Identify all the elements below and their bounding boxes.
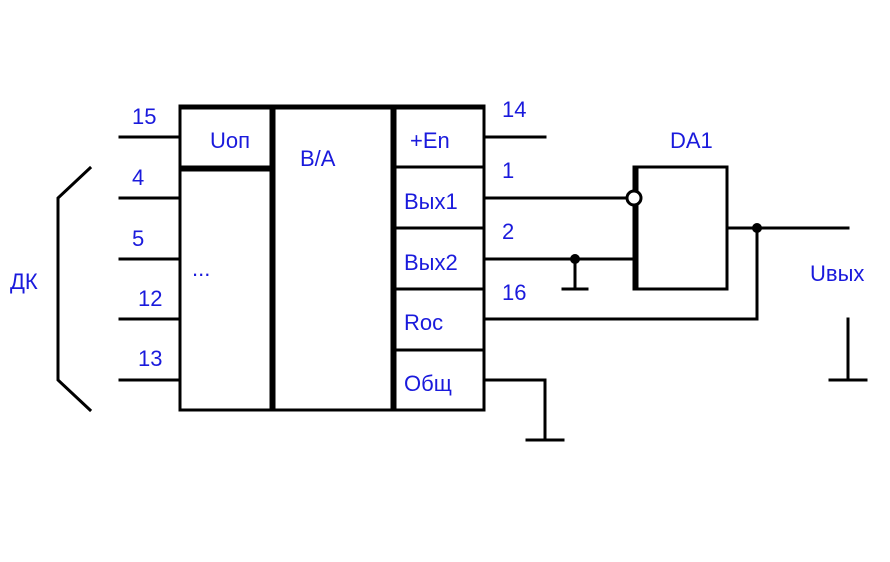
pin-label-15: 15 bbox=[132, 104, 156, 129]
uop-label: Uоп bbox=[210, 128, 250, 153]
out1-label: Вых1 bbox=[404, 189, 458, 214]
common-ground-wire bbox=[482, 378, 547, 442]
feedback-wire bbox=[482, 226, 759, 321]
output-voltage-label: Uвых bbox=[810, 261, 864, 286]
output-junction-dot bbox=[752, 223, 762, 233]
roc-label: Roc bbox=[404, 310, 443, 335]
en-label: +En bbox=[410, 128, 450, 153]
pin-label-2: 2 bbox=[502, 219, 514, 244]
pin-2-ground bbox=[561, 254, 589, 291]
opamp-body bbox=[632, 165, 729, 291]
dac-chip bbox=[178, 104, 486, 412]
opamp-da1 bbox=[625, 165, 850, 291]
bus-label: ДК bbox=[10, 269, 38, 294]
inputs-ellipsis: ... bbox=[192, 256, 210, 281]
pin-label-14: 14 bbox=[502, 97, 526, 122]
ba-label: B/A bbox=[300, 146, 336, 171]
output-pin-leads bbox=[482, 135, 759, 442]
output-ground bbox=[828, 317, 868, 382]
pin-label-13: 13 bbox=[138, 346, 162, 371]
pin-label-16: 16 bbox=[502, 280, 526, 305]
inverting-input-bubble bbox=[625, 189, 643, 207]
pin-label-5: 5 bbox=[132, 226, 144, 251]
input-pin-leads bbox=[118, 135, 182, 382]
pin-label-4: 4 bbox=[132, 165, 144, 190]
pin-label-1: 1 bbox=[502, 158, 514, 183]
opamp-label: DA1 bbox=[670, 128, 713, 153]
out2-label: Вых2 bbox=[404, 250, 458, 275]
common-label: Общ bbox=[404, 371, 452, 396]
pin-2-junction-dot bbox=[570, 254, 580, 264]
bus-bracket bbox=[56, 165, 93, 413]
pin-label-12: 12 bbox=[138, 286, 162, 311]
